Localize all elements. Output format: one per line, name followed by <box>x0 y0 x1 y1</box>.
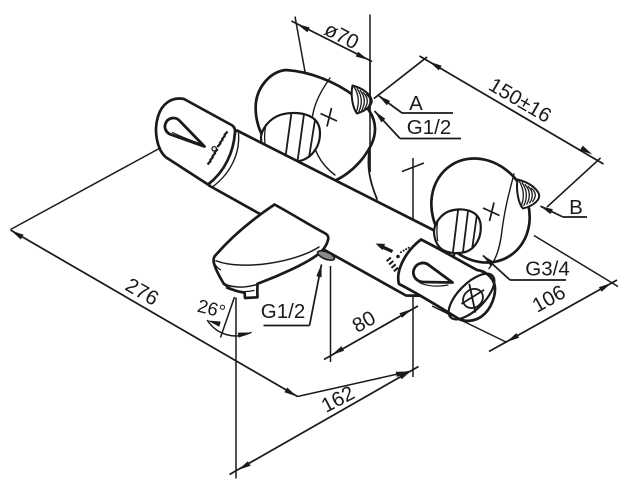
svg-text:G1/2: G1/2 <box>261 300 305 323</box>
svg-text:A: A <box>409 92 423 115</box>
svg-text:G1/2: G1/2 <box>407 116 451 139</box>
svg-text:B: B <box>569 196 583 219</box>
svg-text:G3/4: G3/4 <box>525 258 569 281</box>
